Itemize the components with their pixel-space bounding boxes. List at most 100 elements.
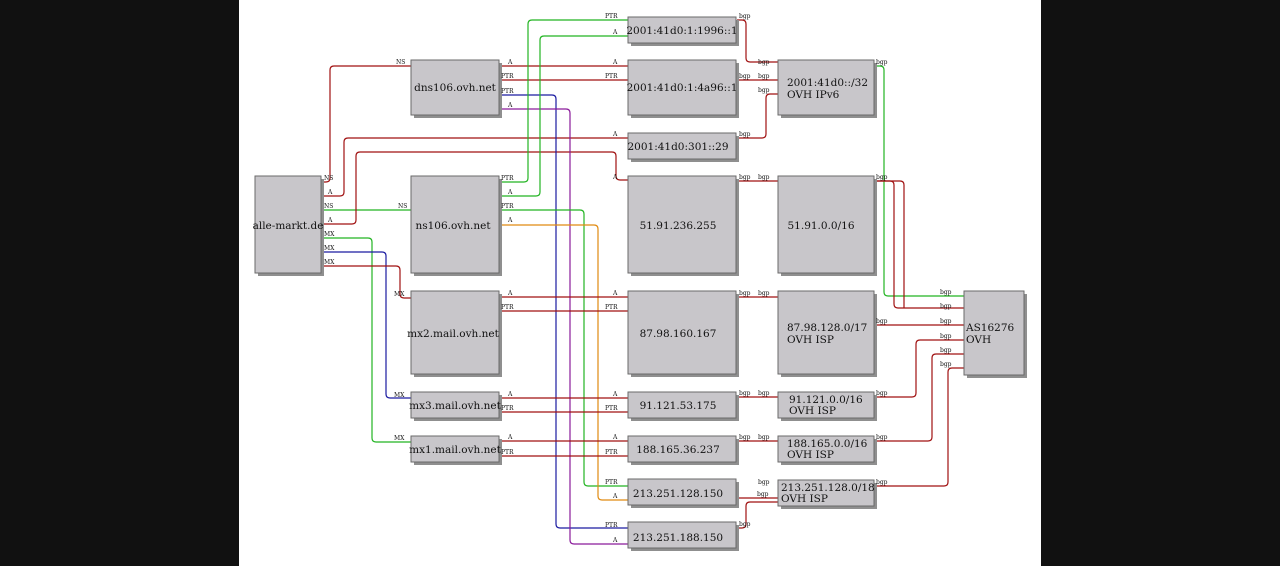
port-label-bgp: bgp: [876, 390, 888, 397]
node-ip-188[interactable]: 188.165.36.237: [627, 435, 739, 465]
port-label-a: A: [612, 131, 618, 138]
edges: [322, 19, 964, 545]
port-label-bgp: bgp: [758, 434, 770, 441]
port-label-ptr: PTR: [501, 449, 514, 456]
node-prefix-87[interactable]: 87.98.128.0/17 OVH ISP: [777, 290, 877, 377]
port-label-bgp: bgp: [739, 73, 751, 80]
node-label: 2001:41d0:1:1996::1: [626, 25, 737, 37]
port-label-bgp: bgp: [940, 347, 952, 354]
node-label-line2: OVH: [966, 334, 991, 346]
node-ns106[interactable]: ns106.ovh.net: [410, 175, 502, 276]
node-mx1[interactable]: mx1.mail.ovh.net: [409, 435, 502, 465]
node-ip6-301[interactable]: 2001:41d0:301::29: [627, 132, 739, 162]
port-label-ptr: PTR: [605, 73, 618, 80]
port-label-mx: MX: [324, 245, 335, 252]
node-ip-87[interactable]: 87.98.160.167: [627, 290, 739, 377]
node-label: 51.91.236.255: [640, 220, 717, 232]
port-label-a: A: [327, 189, 333, 196]
node-label-line1: AS16276: [965, 322, 1014, 334]
port-label-ptr: PTR: [605, 522, 618, 529]
port-label-ptr: PTR: [501, 203, 514, 210]
edge-bgp-213188-pfx213: [737, 501, 778, 529]
node-ip-213-188[interactable]: 213.251.188.150: [627, 521, 739, 551]
port-label-mx: MX: [394, 291, 405, 298]
port-label-bgp: bgp: [758, 59, 770, 66]
port-label-bgp: bgp: [758, 87, 770, 94]
node-label-line2: OVH ISP: [787, 334, 834, 346]
port-label-ptr: PTR: [501, 405, 514, 412]
port-label-a: A: [507, 290, 513, 297]
node-as16276[interactable]: AS16276 OVH: [963, 290, 1027, 378]
edge-mx-mx1: [322, 237, 411, 443]
node-ip6-4a96[interactable]: 2001:41d0:1:4a96::1: [627, 59, 739, 118]
port-label-ptr: PTR: [501, 175, 514, 182]
node-ip6-1996[interactable]: 2001:41d0:1:1996::1: [626, 16, 739, 46]
port-label-bgp: bgp: [876, 59, 888, 66]
edge-mx-mx3: [322, 251, 411, 399]
port-label-bgp: bgp: [758, 174, 770, 181]
node-label: 2001:41d0:1:4a96::1: [627, 82, 738, 94]
port-label-bgp: bgp: [940, 361, 952, 368]
node-label-line1: 91.121.0.0/16: [789, 394, 863, 406]
edge-dns106-a-213188: [500, 108, 628, 545]
edge-a-2001-301: [322, 137, 628, 197]
port-label-bgp: bgp: [758, 390, 770, 397]
port-label-a: A: [507, 59, 513, 66]
port-label-ns: NS: [324, 175, 333, 182]
node-prefix-213[interactable]: 213.251.128.0/18 OVH ISP: [777, 479, 877, 509]
edge-mx-mx2: [322, 265, 411, 299]
port-label-ns: NS: [396, 59, 405, 66]
port-label-bgp: bgp: [739, 390, 751, 397]
node-prefix-91[interactable]: 91.121.0.0/16 OVH ISP: [777, 391, 877, 421]
port-label-a: A: [612, 391, 618, 398]
node-mx2[interactable]: mx2.mail.ovh.net: [407, 290, 502, 377]
port-label-a: A: [612, 434, 618, 441]
node-prefix-51[interactable]: 51.91.0.0/16: [777, 175, 877, 276]
port-labels: NSANSAMXMXMXNSNSMXMXMXAPTRPTRAPTRAPTRAAP…: [324, 13, 952, 544]
port-label-ns: NS: [398, 203, 407, 210]
port-label-bgp: bgp: [876, 479, 888, 486]
port-label-mx: MX: [324, 231, 335, 238]
node-prefix-ipv6[interactable]: 2001:41d0::/32 OVH IPv6: [777, 59, 877, 118]
node-label-line1: 87.98.128.0/17: [787, 322, 867, 334]
edge-a-51: [322, 151, 628, 225]
node-alle-markt-de[interactable]: alle-markt.de: [253, 175, 324, 276]
port-label-bgp: bgp: [940, 289, 952, 296]
port-label-mx: MX: [324, 259, 335, 266]
port-label-ptr: PTR: [501, 304, 514, 311]
port-label-a: A: [507, 189, 513, 196]
port-label-a: A: [612, 174, 618, 181]
port-label-ptr: PTR: [605, 479, 618, 486]
node-prefix-188[interactable]: 188.165.0.0/16 OVH ISP: [777, 435, 877, 465]
node-label: dns106.ovh.net: [414, 82, 497, 94]
node-ip-91[interactable]: 91.121.53.175: [627, 391, 739, 421]
node-dns106[interactable]: dns106.ovh.net: [410, 59, 502, 118]
port-label-ptr: PTR: [605, 449, 618, 456]
port-label-ptr: PTR: [501, 88, 514, 95]
node-label-line2: OVH ISP: [787, 449, 834, 461]
port-label-a: A: [612, 537, 618, 544]
port-label-a: A: [612, 29, 618, 36]
port-label-ptr: PTR: [501, 73, 514, 80]
port-label-bgp: bgp: [739, 290, 751, 297]
node-label: alle-markt.de: [253, 220, 324, 232]
node-mx3[interactable]: mx3.mail.ovh.net: [409, 391, 502, 421]
port-label-a: A: [612, 493, 618, 500]
port-label-a: A: [507, 434, 513, 441]
edge-ns106-ptr-213128: [500, 209, 628, 487]
port-label-a: A: [507, 217, 513, 224]
node-label: ns106.ovh.net: [415, 220, 491, 232]
node-ip-213-128[interactable]: 213.251.128.150: [627, 478, 739, 508]
port-label-bgp: bgp: [876, 434, 888, 441]
edge-bgp-pfx51-as-2: [874, 180, 905, 308]
port-label-a: A: [612, 290, 618, 297]
port-label-bgp: bgp: [739, 434, 751, 441]
node-label-line2: OVH ISP: [789, 405, 836, 417]
edge-bgp-pfx188-as: [874, 353, 964, 442]
port-label-bgp: bgp: [739, 131, 751, 138]
port-label-ptr: PTR: [605, 13, 618, 20]
node-ip-51[interactable]: 51.91.236.255: [627, 175, 739, 276]
edge-bgp-pfx91-as: [874, 339, 964, 398]
node-label-line2: OVH IPv6: [787, 89, 840, 101]
node-label: 213.251.188.150: [633, 532, 723, 544]
